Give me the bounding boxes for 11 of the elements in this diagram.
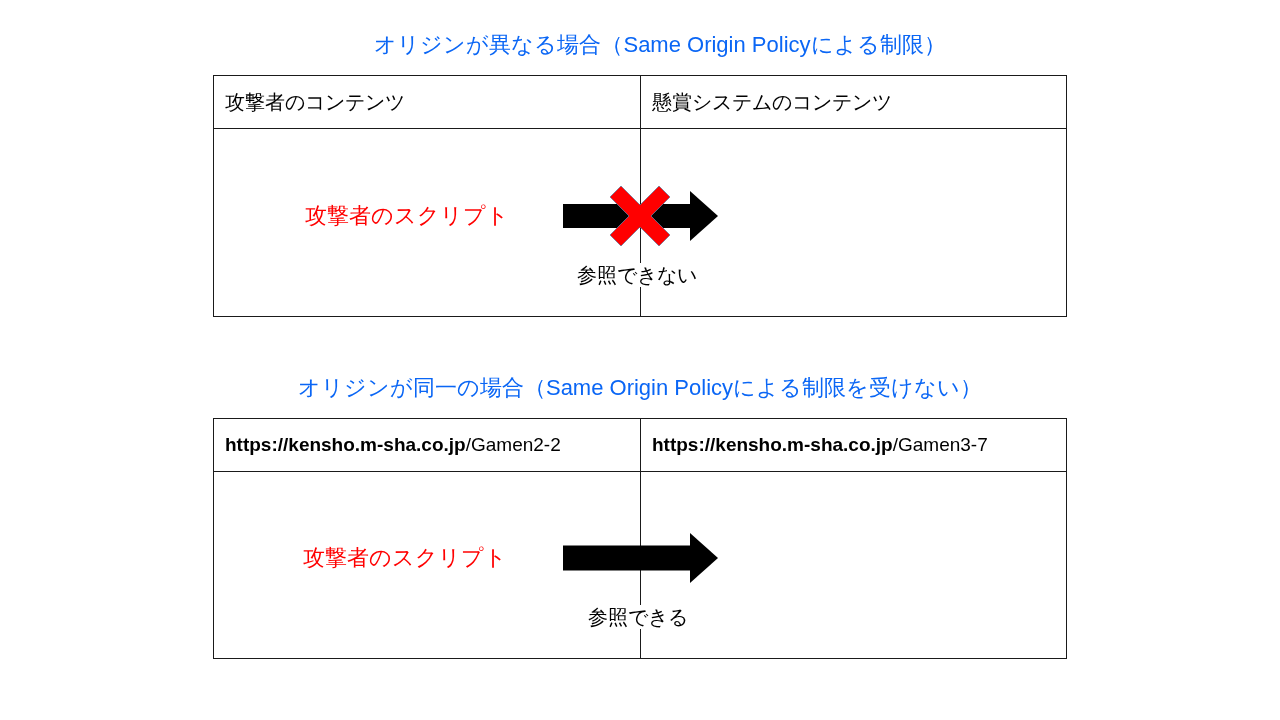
column-header: https://kensho.m-sha.co.jp/Gamen3-7	[652, 433, 988, 456]
script-label: 攻撃者のスクリプト	[303, 544, 507, 572]
section-heading: オリジンが同一の場合（Same Origin Policyによる制限を受けない）	[297, 374, 983, 402]
script-label: 攻撃者のスクリプト	[305, 202, 509, 230]
column-header: https://kensho.m-sha.co.jp/Gamen2-2	[225, 433, 561, 456]
arrow	[563, 191, 718, 241]
column-header: 攻撃者のコンテンツ	[225, 89, 405, 114]
arrow	[563, 533, 718, 583]
section-heading: オリジンが異なる場合（Same Origin Policyによる制限）	[374, 31, 946, 59]
edge-label: 参照できない	[575, 263, 699, 287]
column-header: 懸賞システムのコンテンツ	[652, 89, 892, 114]
